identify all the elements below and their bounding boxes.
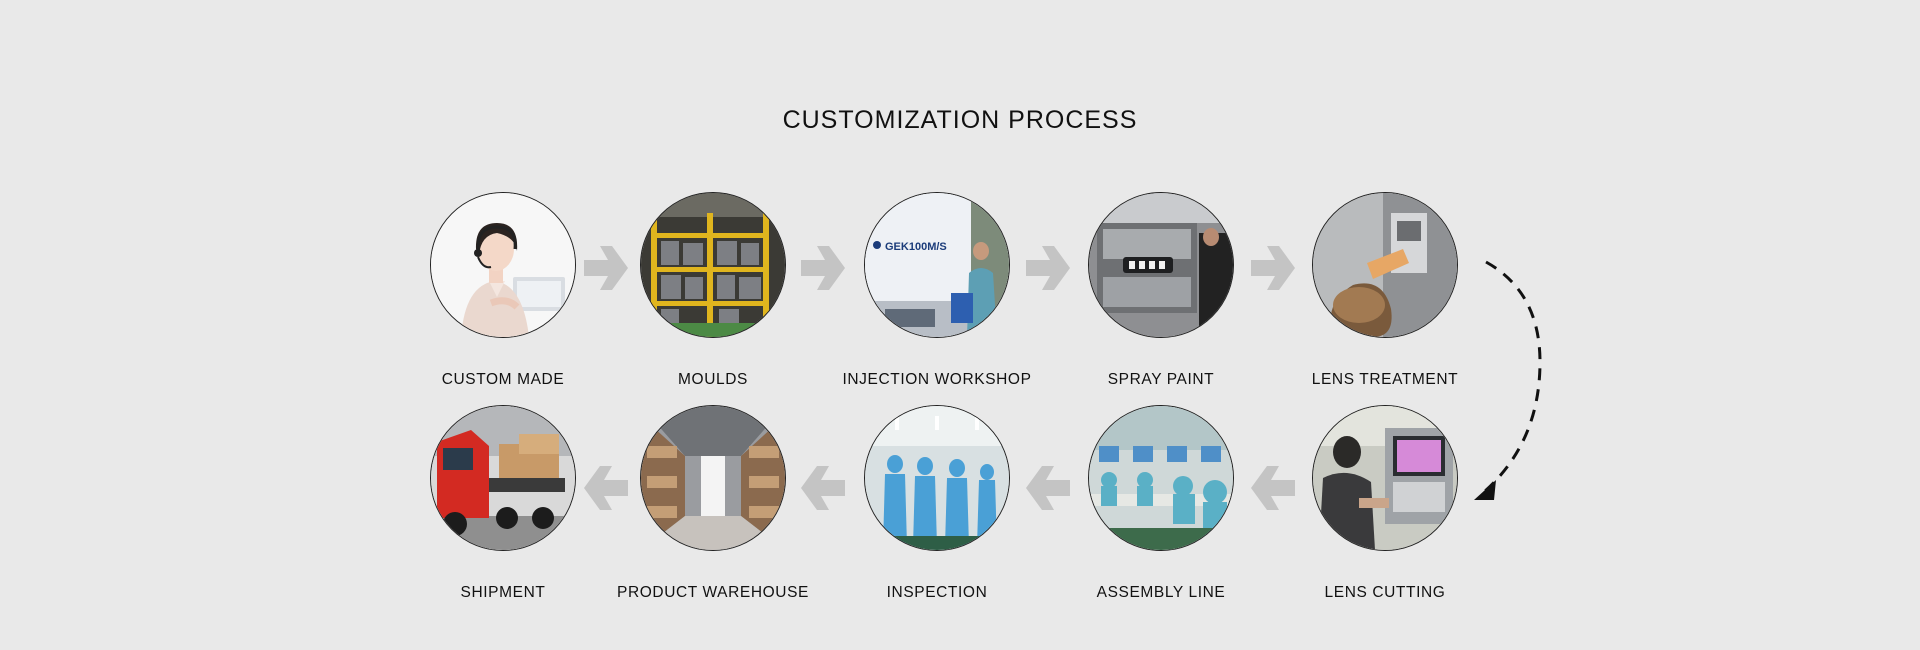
step-label: ASSEMBLY LINE <box>1096 584 1226 601</box>
step-label: LENS CUTTING <box>1324 584 1446 601</box>
loop-arrow-icon <box>1470 252 1570 512</box>
arrow-left-icon <box>1247 458 1299 518</box>
injection-machine-icon: GEK100M/S <box>864 192 1010 338</box>
step-custom-made: CUSTOM MADE <box>398 192 608 402</box>
machine-label: GEK100M/S <box>885 241 947 253</box>
truck-icon <box>430 405 576 551</box>
step-label: SHIPMENT <box>460 584 546 601</box>
mould-shelves-icon <box>640 192 786 338</box>
arrow-left-icon <box>580 458 632 518</box>
inspection-icon <box>864 405 1010 551</box>
step-lens-treatment: LENS TREATMENT <box>1280 192 1490 402</box>
step-label: INSPECTION <box>886 584 988 601</box>
step-product-warehouse: PRODUCT WAREHOUSE <box>608 405 818 615</box>
arrow-right-icon <box>1247 238 1299 298</box>
arrow-left-icon <box>1022 458 1074 518</box>
arrow-right-icon <box>580 238 632 298</box>
step-injection-workshop: GEK100M/S INJECTION WORKSHOP <box>832 192 1042 402</box>
step-lens-cutting: LENS CUTTING <box>1280 405 1490 615</box>
lens-cutting-icon <box>1312 405 1458 551</box>
step-shipment: SHIPMENT <box>398 405 608 615</box>
step-label: CUSTOM MADE <box>441 371 565 388</box>
step-label: INJECTION WORKSHOP <box>842 371 1032 388</box>
customer-service-icon <box>430 192 576 338</box>
warehouse-icon <box>640 405 786 551</box>
step-label: PRODUCT WAREHOUSE <box>617 584 809 601</box>
arrow-right-icon <box>1022 238 1074 298</box>
step-moulds: MOULDS <box>608 192 818 402</box>
spray-machine-icon <box>1088 192 1234 338</box>
arrow-right-icon <box>797 238 849 298</box>
assembly-line-icon <box>1088 405 1234 551</box>
page-title: CUSTOMIZATION PROCESS <box>782 106 1138 134</box>
step-label: MOULDS <box>678 371 748 388</box>
step-inspection: INSPECTION <box>832 405 1042 615</box>
step-spray-paint: SPRAY PAINT <box>1056 192 1266 402</box>
step-label: SPRAY PAINT <box>1107 371 1215 388</box>
lens-treatment-icon <box>1312 192 1458 338</box>
step-assembly-line: ASSEMBLY LINE <box>1056 405 1266 615</box>
step-label: LENS TREATMENT <box>1311 371 1459 388</box>
arrow-left-icon <box>797 458 849 518</box>
